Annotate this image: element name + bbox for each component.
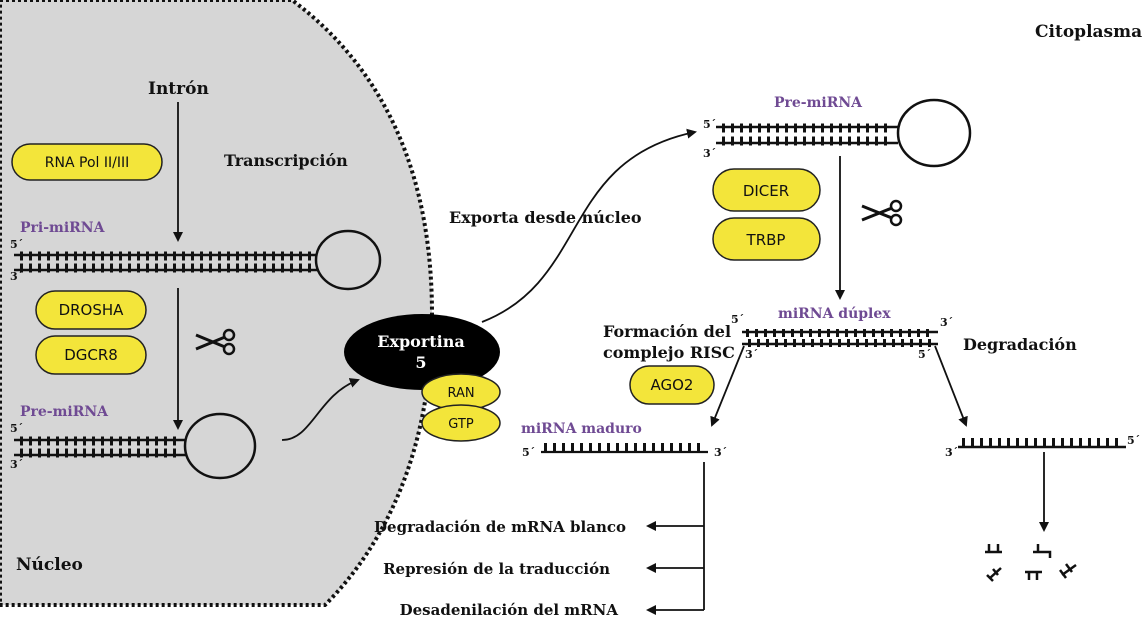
- pre-hairpin-loop: [183, 412, 257, 480]
- dgcr8-pill: [35, 335, 147, 375]
- rna-fragments: [985, 544, 1077, 582]
- outcome-deadenylation: Desadenilación del mRNA: [400, 601, 619, 619]
- transcription-label: Transcripción: [224, 151, 348, 170]
- pre-five-prime: 5´: [10, 422, 23, 435]
- exportin-label-line1: Exportina: [377, 332, 465, 351]
- pre-mirna-nucleus-label: Pre-miRNA: [20, 404, 109, 420]
- cytoplasm-label: Citoplasma: [1035, 22, 1142, 42]
- risc-label-line2: complejo RISC: [603, 343, 735, 362]
- outcome-mrna-degradation: Degradación de mRNA blanco: [374, 518, 626, 536]
- risc-arrow: [710, 345, 745, 427]
- dgcr8-label: DGCR8: [64, 346, 118, 364]
- nuclear-export-arrow: [481, 128, 697, 323]
- mature-three-prime: 3´: [714, 446, 727, 459]
- duplex-label: miRNA dúplex: [778, 306, 891, 322]
- ran-label: RAN: [447, 386, 474, 401]
- exportin-label-line2: 5: [415, 353, 426, 372]
- degradation-arrow: [934, 345, 968, 427]
- trbp-pill: [712, 217, 821, 261]
- duplex-three-prime-right: 3´: [940, 316, 953, 329]
- exportin-5: [344, 314, 500, 390]
- pri-five-prime: 5´: [10, 238, 23, 251]
- risc-label-line1: Formación del: [603, 322, 731, 341]
- duplex-five-prime-left: 5´: [731, 313, 744, 326]
- degraded-three-prime: 3´: [945, 446, 958, 459]
- pri-hairpin-loop: [314, 229, 382, 291]
- gtp-label: GTP: [448, 417, 474, 432]
- degraded-five-prime: 5´: [1127, 434, 1140, 447]
- duplex-five-prime-right: 5´: [918, 348, 931, 361]
- pri-mirna-label: Pri-miRNA: [20, 220, 106, 236]
- scissors-icon: [195, 328, 236, 356]
- to-exportin-arrow: [281, 378, 360, 441]
- dicer-pill: [712, 168, 821, 212]
- rna-pol-pill: [11, 143, 163, 181]
- drosha-label: DROSHA: [59, 301, 125, 319]
- duplex-three-prime-left: 3´: [745, 348, 758, 361]
- scissors-icon: [861, 199, 903, 227]
- ago2-pill: [629, 365, 715, 405]
- export-label: Exporta desde núcleo: [449, 208, 642, 227]
- mature-mirna-label: miRNA maduro: [521, 421, 642, 437]
- nucleus-label: Núcleo: [16, 555, 83, 575]
- pre-mirna-cyto-label: Pre-miRNA: [774, 95, 863, 111]
- cyto-pre-three-prime: 3´: [703, 147, 716, 160]
- dicer-label: DICER: [743, 182, 789, 200]
- gtp-pill: [421, 404, 501, 442]
- drosha-pill: [35, 290, 147, 330]
- rna-pol-label: RNA Pol II/III: [45, 155, 129, 171]
- degradation-label: Degradación: [963, 335, 1077, 354]
- trbp-label: TRBP: [746, 231, 786, 249]
- pri-three-prime: 3´: [10, 270, 23, 283]
- cyto-pre-hairpin-loop: [896, 98, 972, 168]
- ago2-label: AGO2: [651, 376, 694, 394]
- outcome-translation-repression: Represión de la traducción: [383, 560, 610, 578]
- pre-three-prime: 3´: [10, 458, 23, 471]
- cyto-pre-five-prime: 5´: [703, 118, 716, 131]
- mature-five-prime: 5´: [522, 446, 535, 459]
- intron-label: Intrón: [148, 79, 209, 99]
